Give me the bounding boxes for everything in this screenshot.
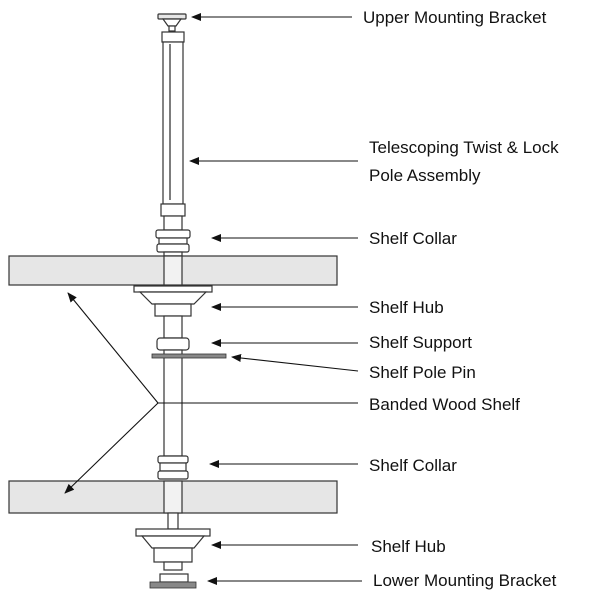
shelf-pole-pin bbox=[151, 353, 227, 457]
label-lower-mounting-bracket: Lower Mounting Bracket bbox=[373, 571, 557, 590]
label-shelf-support: Shelf Support bbox=[369, 333, 472, 352]
label-shelf-hub-top: Shelf Hub bbox=[369, 298, 444, 317]
label-shelf-pole-pin: Shelf Pole Pin bbox=[369, 363, 476, 382]
leader-banded-wood-shelf-down bbox=[64, 402, 159, 494]
label-pole-assembly-line1: Telescoping Twist & Lock bbox=[369, 138, 559, 157]
telescoping-pole bbox=[160, 31, 186, 231]
leader-shelf-pole-pin bbox=[231, 354, 359, 372]
labels: Upper Mounting Bracket Telescoping Twist… bbox=[363, 8, 559, 590]
pole-through-shelf-bottom bbox=[163, 480, 183, 514]
shelf-collar-bottom bbox=[157, 455, 189, 480]
leader-banded-wood-shelf-up bbox=[67, 292, 159, 404]
shelf-hub-bottom bbox=[135, 512, 211, 571]
shelf-hub-top bbox=[133, 285, 213, 339]
shelf-collar-top bbox=[155, 229, 191, 257]
pole-through-shelf-top bbox=[163, 255, 183, 286]
label-shelf-collar-top: Shelf Collar bbox=[369, 229, 457, 248]
label-shelf-collar-bottom: Shelf Collar bbox=[369, 456, 457, 475]
label-banded-wood-shelf: Banded Wood Shelf bbox=[369, 395, 520, 414]
upper-mounting-bracket bbox=[157, 13, 187, 32]
lower-mounting-bracket bbox=[149, 573, 197, 589]
label-upper-mounting-bracket: Upper Mounting Bracket bbox=[363, 8, 547, 27]
label-shelf-hub-bottom: Shelf Hub bbox=[371, 537, 446, 556]
label-pole-assembly-line2: Pole Assembly bbox=[369, 166, 481, 185]
shelf-support bbox=[156, 337, 190, 357]
leader-lines bbox=[64, 13, 362, 585]
